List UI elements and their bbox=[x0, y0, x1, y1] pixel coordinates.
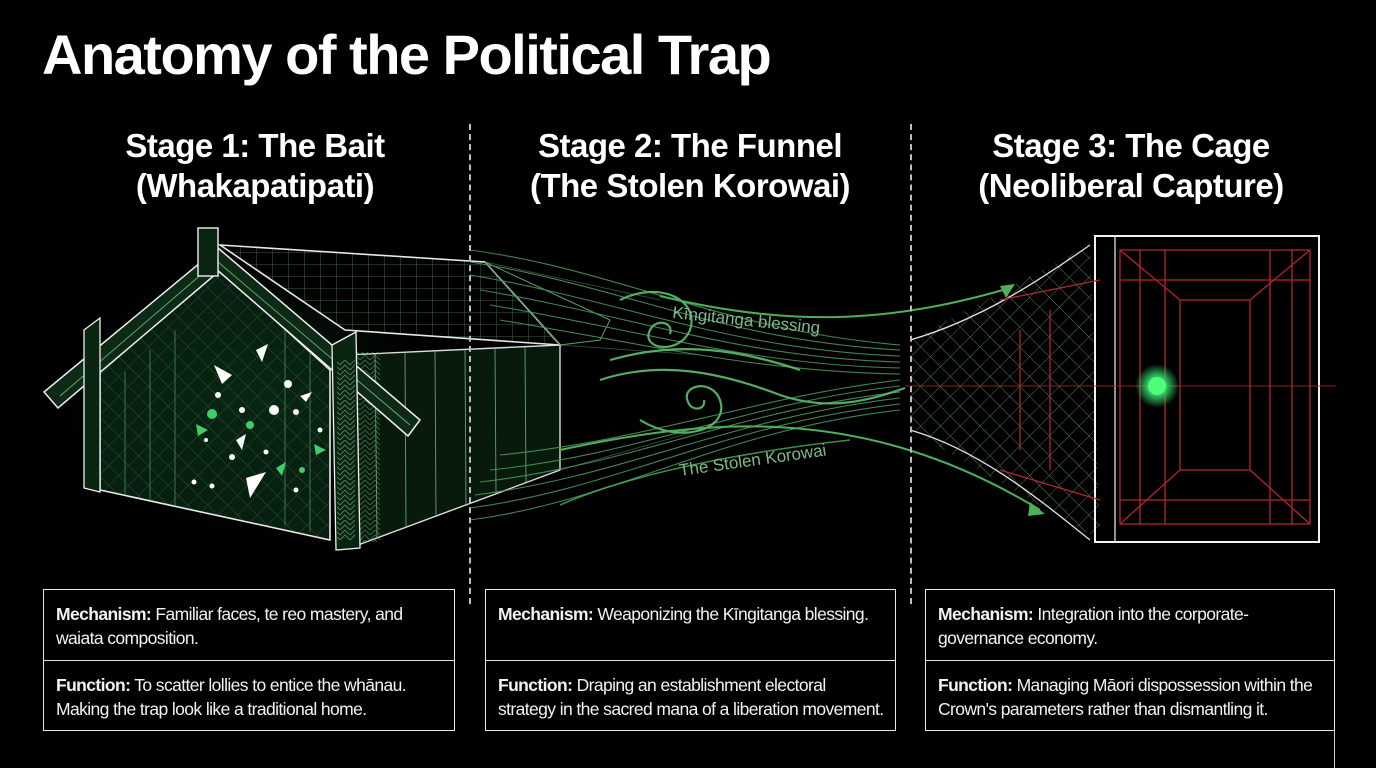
kingitanga-blessing-label: Kīngitanga blessing bbox=[672, 303, 822, 337]
stage-1-info-box: Mechanism: Familiar faces, te reo master… bbox=[43, 589, 455, 731]
stolen-korowai-label: The Stolen Korowai bbox=[678, 440, 828, 479]
stage-1-title: Stage 1: The Bait bbox=[125, 127, 385, 164]
stage-2-title: Stage 2: The Funnel bbox=[537, 127, 843, 164]
mechanism-label: Mechanism: bbox=[56, 604, 152, 624]
stage-1-subtitle: (Whakapatipati) bbox=[135, 167, 375, 204]
stage-1-heading: Stage 1: The Bait (Whakapatipati) bbox=[40, 126, 470, 206]
function-text: Draping an establishment electoral strat… bbox=[498, 675, 884, 719]
stage-3-title: Stage 3: The Cage bbox=[992, 127, 1270, 164]
stage-2-info-box: Mechanism: Weaponizing the Kīngitanga bl… bbox=[485, 589, 896, 731]
stage-3-mechanism: Mechanism: Integration into the corporat… bbox=[926, 590, 1334, 660]
mechanism-label: Mechanism: bbox=[498, 604, 594, 624]
neoliberal-cage bbox=[905, 235, 1336, 543]
page-title: Anatomy of the Political Trap bbox=[42, 23, 772, 86]
function-text: Managing Māori dispossession within the … bbox=[938, 675, 1313, 719]
stage-1-function: Function: To scatter lollies to entice t… bbox=[44, 660, 454, 729]
mechanism-text: Integration into the corporate-governanc… bbox=[938, 604, 1249, 648]
function-label: Function: bbox=[938, 675, 1013, 695]
stage-3-subtitle: (Neoliberal Capture) bbox=[978, 167, 1284, 204]
mechanism-text: Weaponizing the Kīngitanga blessing. bbox=[597, 604, 869, 624]
stage-divider-1 bbox=[469, 124, 471, 604]
stage-1-mechanism: Mechanism: Familiar faces, te reo master… bbox=[44, 590, 454, 660]
stage-3-heading: Stage 3: The Cage (Neoliberal Capture) bbox=[916, 126, 1346, 206]
stage-3-function: Function: Managing Māori dispossession w… bbox=[926, 660, 1334, 729]
function-label: Function: bbox=[498, 675, 573, 695]
function-label: Function: bbox=[56, 675, 131, 695]
mechanism-label: Mechanism: bbox=[938, 604, 1034, 624]
wharenui-house bbox=[40, 227, 701, 551]
stage-divider-2 bbox=[910, 124, 912, 604]
stage-2-heading: Stage 2: The Funnel (The Stolen Korowai) bbox=[475, 126, 905, 206]
stage-2-mechanism: Mechanism: Weaponizing the Kīngitanga bl… bbox=[486, 590, 895, 660]
stage-3-info-box: Mechanism: Integration into the corporat… bbox=[925, 589, 1335, 731]
edge-rule bbox=[1334, 731, 1335, 768]
stage-2-subtitle: (The Stolen Korowai) bbox=[530, 167, 851, 204]
function-text: To scatter lollies to entice the whānau.… bbox=[56, 675, 407, 719]
mechanism-text: Familiar faces, te reo mastery, and waia… bbox=[56, 604, 403, 648]
stage-2-function: Function: Draping an establishment elect… bbox=[486, 660, 895, 729]
